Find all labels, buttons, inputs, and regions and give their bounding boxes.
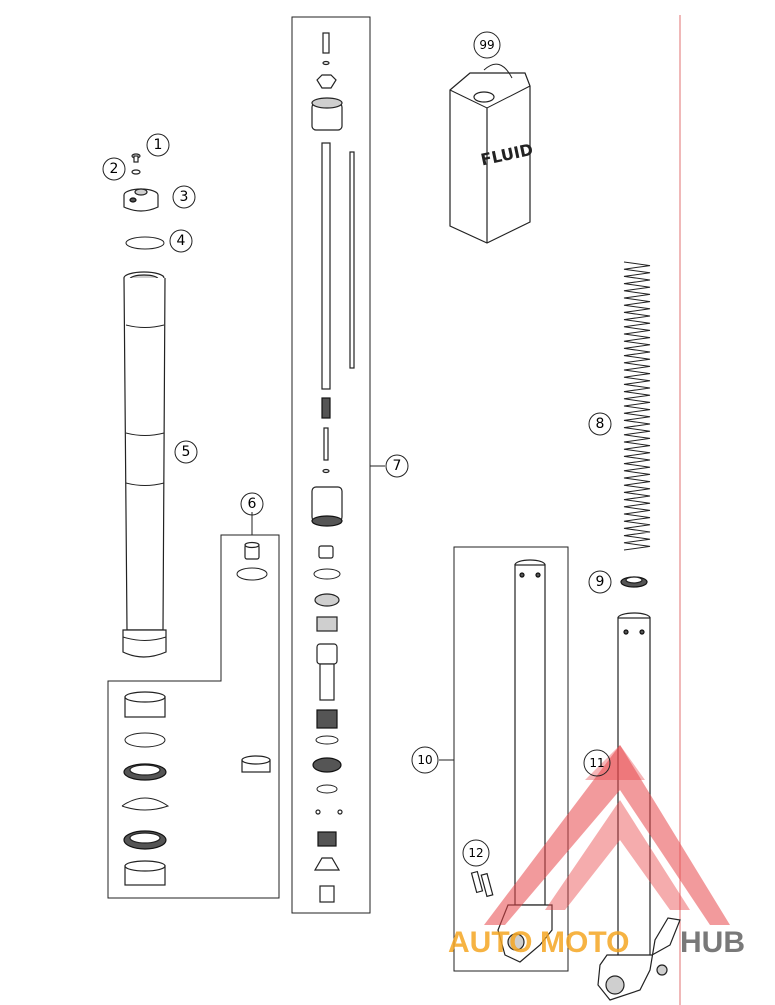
callout-4: 4 xyxy=(169,229,193,253)
part-outer-tube xyxy=(122,271,167,658)
fluid-canister: FLUID xyxy=(449,63,535,244)
part-o-ring xyxy=(125,236,165,250)
callout-label: 99 xyxy=(479,38,494,52)
part-screw xyxy=(131,153,141,163)
part-washer xyxy=(131,169,141,175)
callout-label: 7 xyxy=(393,458,402,474)
cartridge-parts xyxy=(311,32,355,903)
callout-5: 5 xyxy=(174,440,198,464)
callout-2: 2 xyxy=(102,157,126,181)
watermark-logo: AUTO MOTO HUB xyxy=(448,745,745,959)
callout-1: 1 xyxy=(146,133,170,157)
outer-tube-group xyxy=(122,153,167,658)
part-fork-cap xyxy=(123,188,159,212)
part-spring-seat xyxy=(620,576,648,588)
callout-label: 12 xyxy=(468,846,483,860)
watermark-text-hub: HUB xyxy=(680,926,745,959)
callout-label: 9 xyxy=(596,574,605,590)
callout-99: 99 xyxy=(473,31,501,59)
callout-label: 10 xyxy=(417,753,432,767)
callout-11: 11 xyxy=(583,749,611,777)
callout-7: 7 xyxy=(385,454,409,478)
callout-label: 8 xyxy=(596,416,605,432)
callout-10: 10 xyxy=(411,746,439,774)
callout-3: 3 xyxy=(172,185,196,209)
part-axle-screws xyxy=(470,870,494,898)
callout-9: 9 xyxy=(588,570,612,594)
callout-label: 6 xyxy=(248,496,257,512)
part-inner-tube-left xyxy=(497,559,553,963)
callout-label: 4 xyxy=(177,233,186,249)
bracket-line-6 xyxy=(107,512,280,899)
callout-label: 2 xyxy=(110,161,119,177)
callout-8: 8 xyxy=(588,412,612,436)
callout-6: 6 xyxy=(240,492,264,516)
watermark-text-moto: MOTO xyxy=(540,926,629,959)
fork-spring xyxy=(620,260,656,552)
callout-12: 12 xyxy=(462,839,490,867)
callout-label: 5 xyxy=(182,444,191,460)
callout-label: 11 xyxy=(589,756,604,770)
callout-label: 3 xyxy=(180,189,189,205)
cartridge-box xyxy=(291,16,371,914)
inner-tube-box-10 xyxy=(453,546,569,972)
bushing-group xyxy=(121,541,271,886)
watermark-text-auto: AUTO xyxy=(448,926,532,959)
callout-label: 1 xyxy=(154,137,163,153)
